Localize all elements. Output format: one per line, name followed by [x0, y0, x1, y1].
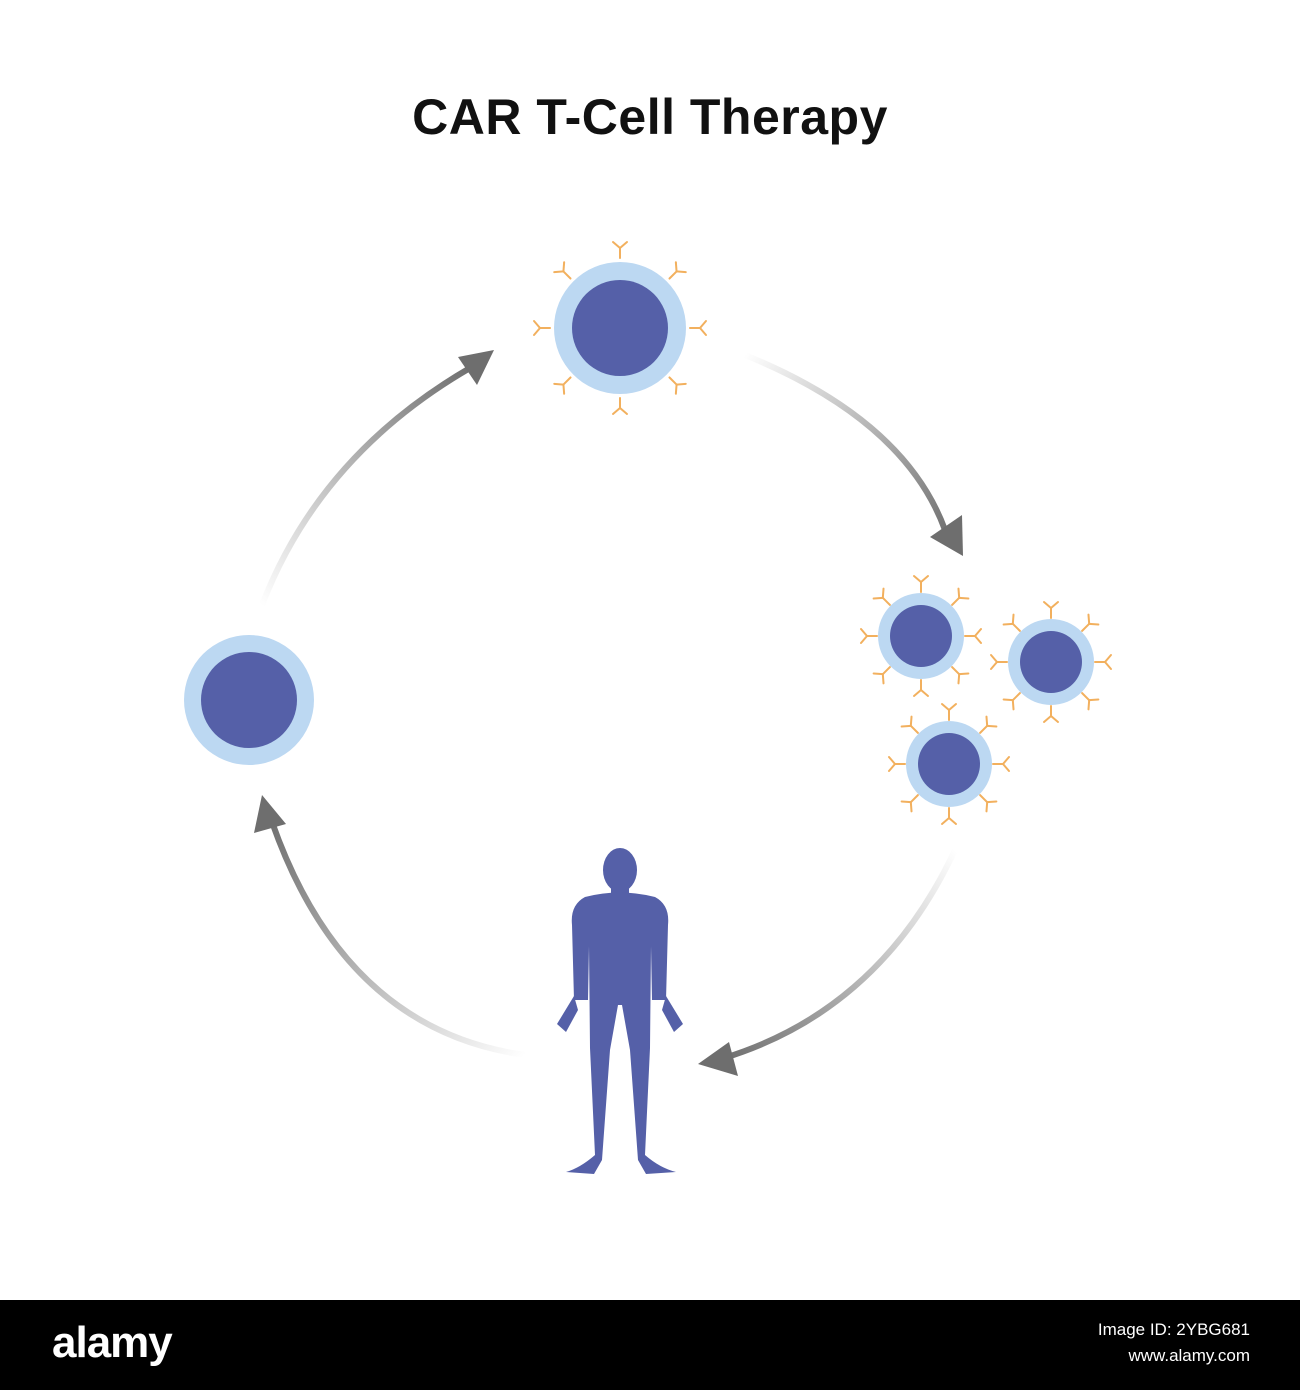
arrow-collection-to-engineering — [259, 350, 494, 608]
car-t-cell-icon — [860, 575, 982, 697]
car-t-cell-icon — [990, 601, 1112, 723]
car-t-cell-icon — [888, 703, 1010, 825]
brand-logo: alamy — [52, 1318, 173, 1367]
watermark-footer: alamy Image ID: 2YBG681 www.alamy.com — [0, 1300, 1300, 1390]
arrow-expansion-to-infusion — [698, 847, 958, 1076]
site-domain-label: www.alamy.com — [1128, 1346, 1250, 1365]
image-id-label: Image ID: 2YBG681 — [1097, 1320, 1250, 1339]
therapy-cycle-diagram — [184, 241, 1112, 1174]
diagram-title: CAR T-Cell Therapy — [412, 89, 888, 145]
arrow-engineering-to-expansion — [742, 352, 963, 556]
human-silhouette-icon — [557, 848, 683, 1174]
car-t-cell-icon — [533, 241, 707, 415]
arrow-patient-to-collection — [254, 795, 528, 1058]
t-cell-icon — [184, 635, 314, 765]
